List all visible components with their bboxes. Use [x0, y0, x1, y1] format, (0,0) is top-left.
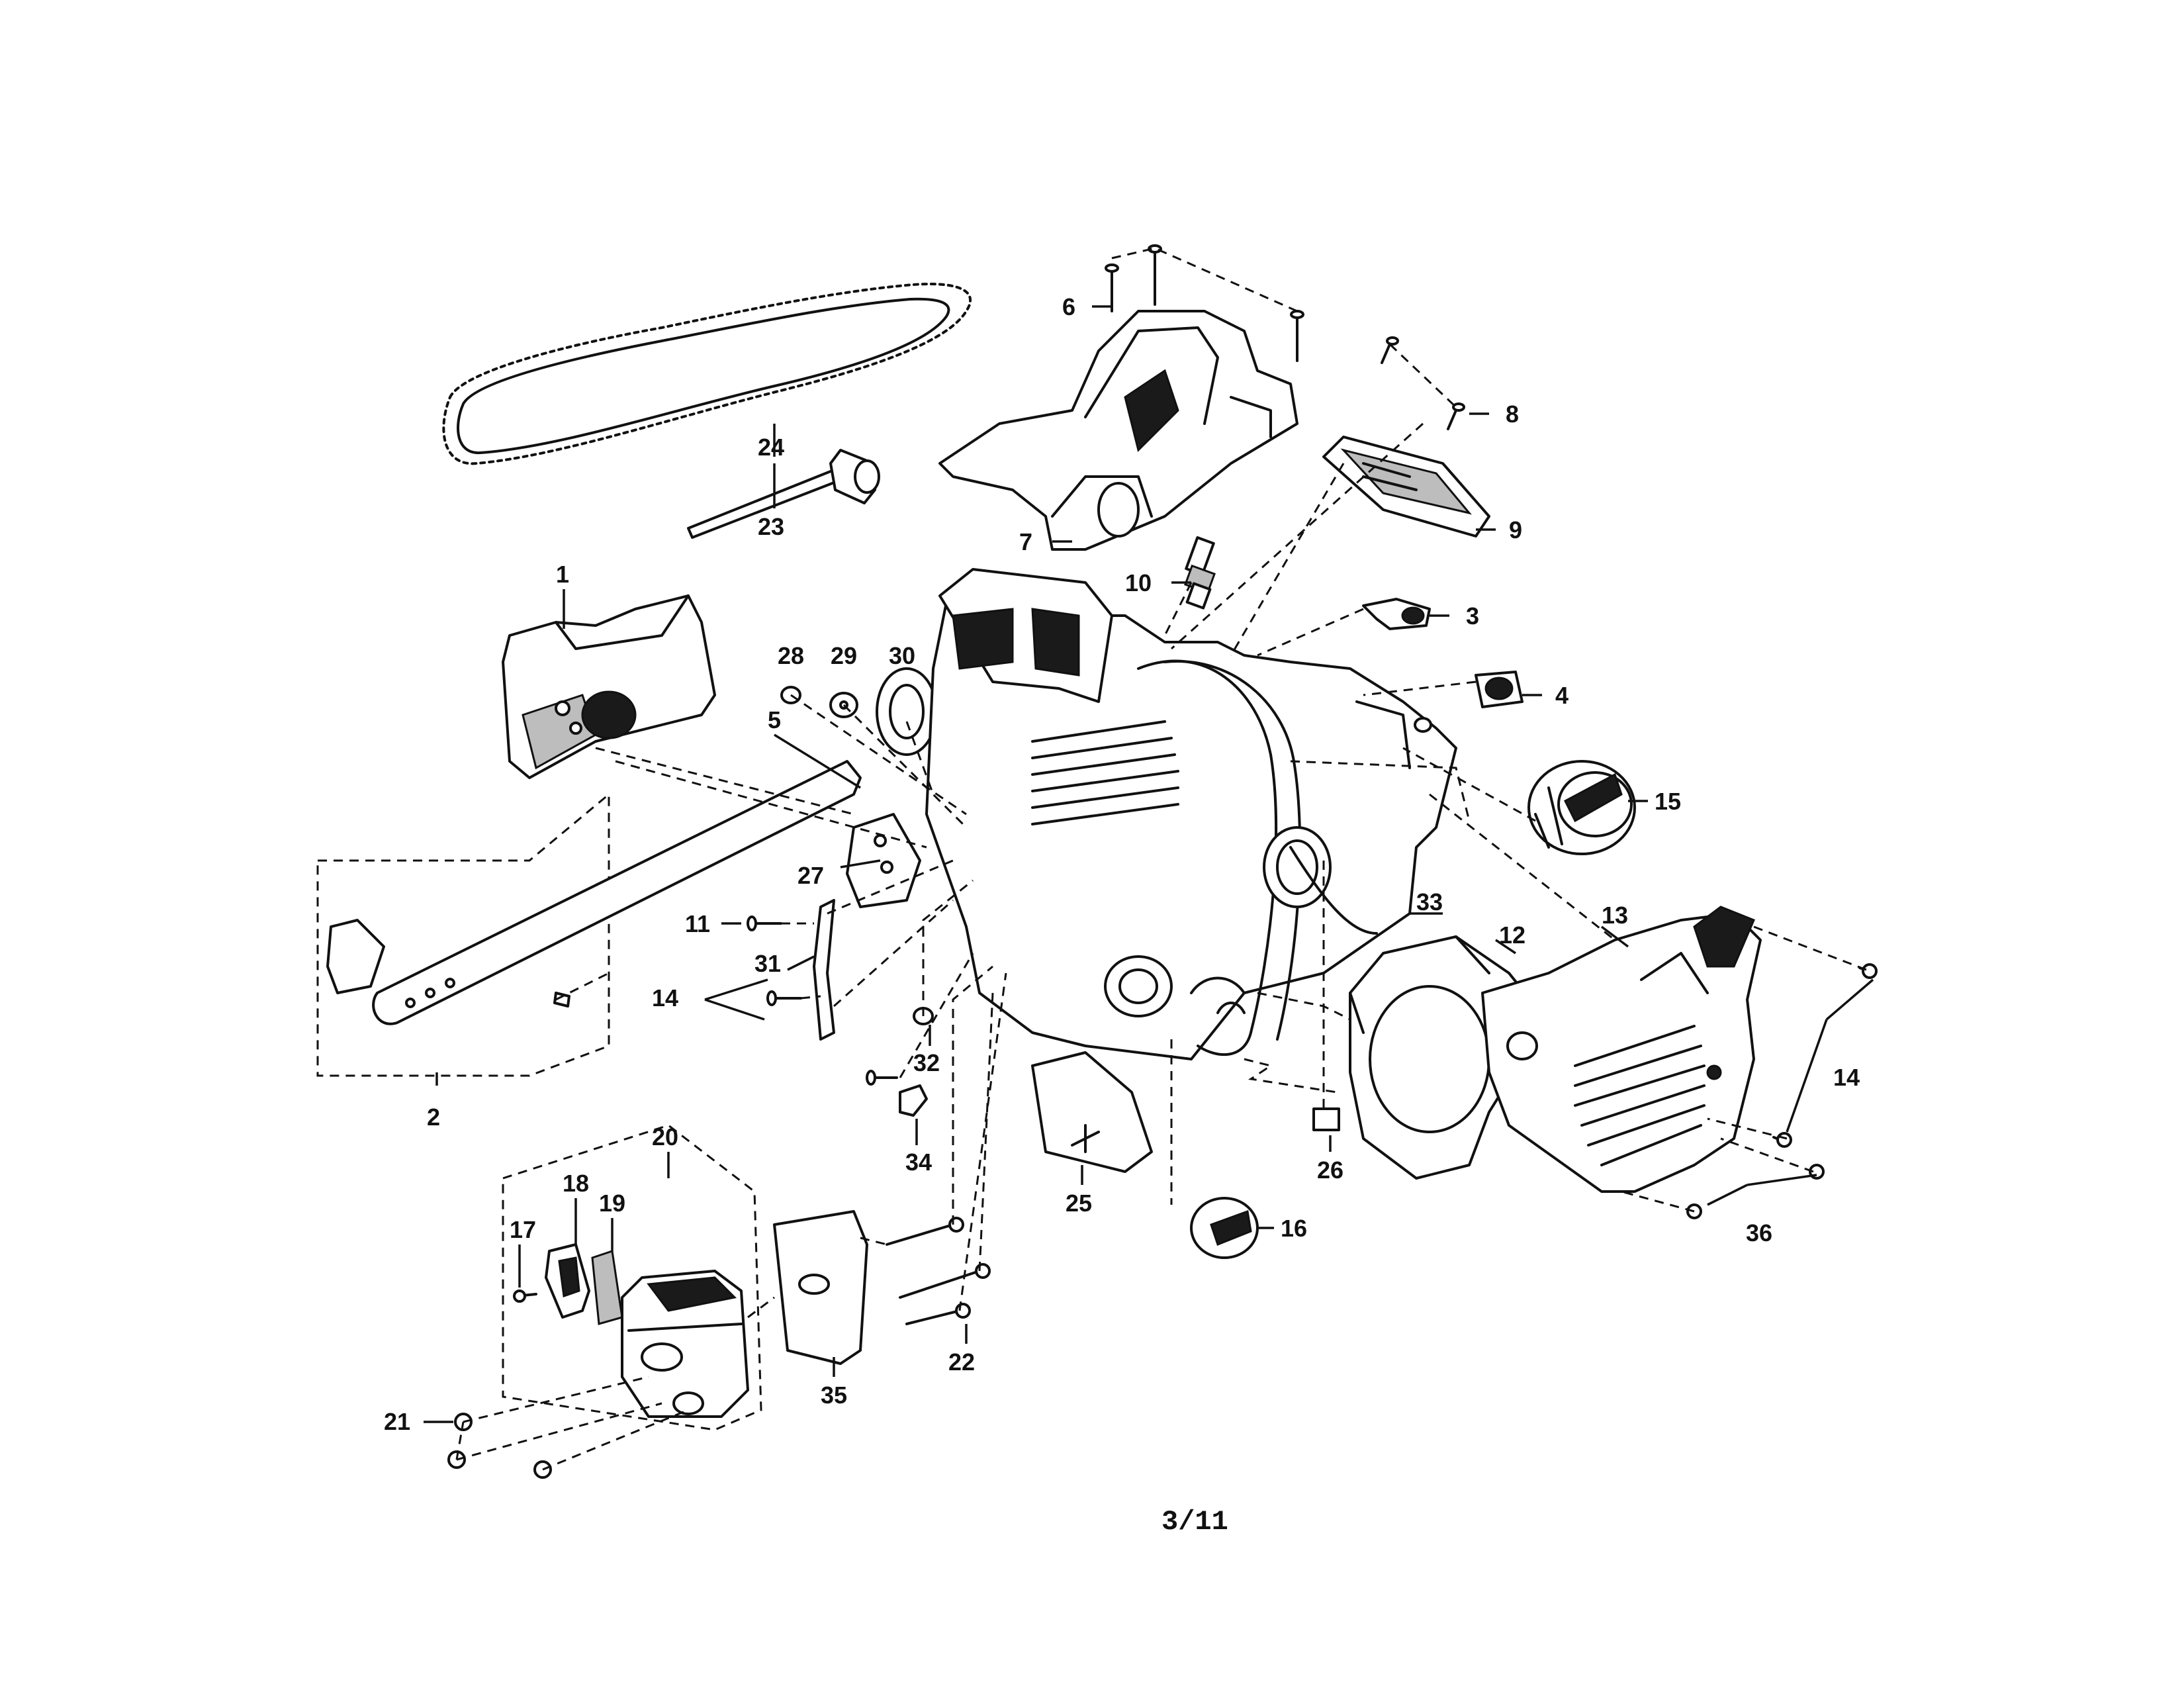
spark-boot-part	[1475, 671, 1524, 708]
screws-part-14-right	[1772, 963, 1878, 1148]
cover-screws-part	[1105, 244, 1304, 362]
callout-1: 1	[556, 561, 569, 588]
callout-23: 23	[758, 513, 784, 540]
callout-32: 32	[913, 1049, 940, 1076]
switch-part	[1362, 598, 1431, 630]
scrench-tool-part	[687, 449, 880, 539]
callout-14-left: 14	[652, 984, 678, 1011]
saw-chain-part	[442, 283, 972, 465]
callout-15: 15	[1655, 788, 1681, 815]
muffler-bolts-part	[886, 1217, 991, 1325]
callout-10: 10	[1125, 569, 1152, 596]
callout-4: 4	[1555, 682, 1569, 709]
callout-labels: 1 2 3 4 5 6 7 8 9 10 11 12 13 14 14 15 1…	[384, 293, 1860, 1435]
starter-housing-part	[1481, 906, 1762, 1193]
bracket-part-34	[899, 1084, 928, 1117]
callout-16: 16	[1281, 1215, 1307, 1242]
spark-plug-part	[1184, 536, 1216, 610]
muffler-gasket-part	[773, 1210, 868, 1365]
callout-26: 26	[1317, 1156, 1343, 1184]
filter-screws-part	[1381, 336, 1465, 430]
muffler-assembly-part	[502, 1124, 762, 1431]
callout-30: 30	[889, 642, 915, 669]
callout-11: 11	[685, 910, 710, 937]
air-filter-part	[1322, 436, 1490, 538]
oil-cap-part	[1527, 760, 1636, 855]
leader-lines	[424, 305, 1874, 1423]
screw-part-11	[747, 915, 782, 931]
callout-21: 21	[384, 1408, 410, 1435]
cylinder-fins	[1031, 720, 1179, 825]
callout-25: 25	[1066, 1190, 1092, 1217]
top-cover-part	[938, 310, 1298, 551]
screw-part-14-left	[766, 990, 898, 1086]
fuel-cap-part	[1190, 1197, 1259, 1259]
page-number: 3/11	[1161, 1506, 1228, 1538]
bar-plate-part	[813, 899, 835, 1041]
callout-2: 2	[427, 1103, 440, 1131]
callout-6: 6	[1062, 293, 1075, 320]
callout-36: 36	[1746, 1219, 1772, 1246]
ignition-wire-part	[1289, 846, 1378, 935]
callout-12: 12	[1499, 921, 1525, 949]
callout-14-right: 14	[1833, 1064, 1860, 1091]
powerhead-main	[925, 568, 1457, 1060]
callout-8: 8	[1506, 400, 1519, 428]
callout-35: 35	[821, 1382, 847, 1409]
callout-22: 22	[948, 1348, 975, 1376]
callout-24: 24	[758, 434, 784, 461]
callout-3: 3	[1466, 602, 1479, 630]
assembly-lines	[455, 247, 1867, 1471]
clutch-cover-part	[502, 594, 716, 779]
callout-28: 28	[778, 642, 804, 669]
callout-13: 13	[1602, 902, 1628, 929]
adjuster-plate-part	[846, 813, 921, 908]
callout-34: 34	[905, 1149, 932, 1176]
guide-bar-part	[316, 760, 862, 1077]
callout-31: 31	[754, 950, 781, 977]
screws-part-36	[1686, 1164, 1825, 1219]
callout-20: 20	[652, 1123, 678, 1150]
filter-element-part-26	[1312, 1107, 1340, 1131]
clutch-drum-part-30	[876, 667, 938, 756]
callout-18: 18	[563, 1170, 589, 1197]
callout-29: 29	[831, 642, 857, 669]
bottom-plate-part	[1031, 1051, 1153, 1173]
callout-7: 7	[1019, 528, 1032, 555]
starter-vents	[1574, 1025, 1706, 1166]
callout-19: 19	[599, 1190, 625, 1217]
callout-27: 27	[797, 862, 824, 889]
callout-17: 17	[510, 1216, 536, 1243]
callout-5: 5	[768, 706, 781, 733]
callout-9: 9	[1509, 516, 1522, 543]
callout-33: 33	[1416, 888, 1443, 915]
